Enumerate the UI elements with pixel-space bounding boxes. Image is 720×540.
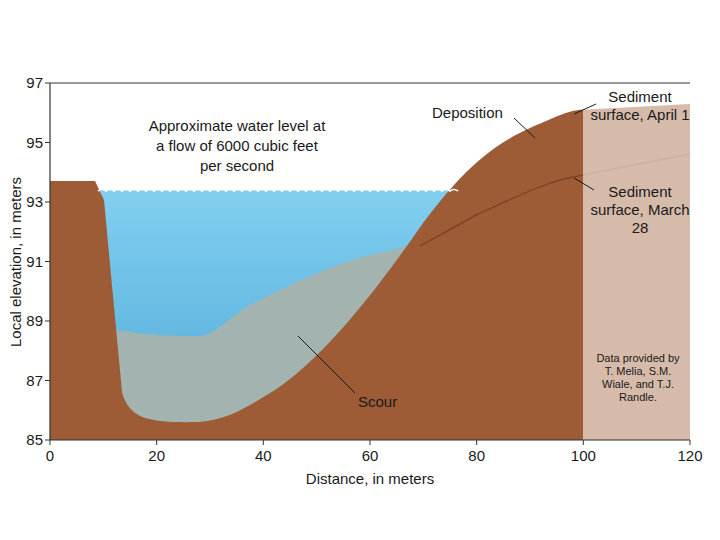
axis-ticks bbox=[45, 83, 690, 445]
surface-label: Sediment surface, April 1 bbox=[584, 88, 696, 124]
data-credit: Data provided by T. Melia, S.M. Wiale, a… bbox=[594, 352, 682, 404]
tick-label: 87 bbox=[26, 372, 43, 390]
tick-label: 89 bbox=[26, 312, 43, 330]
tick-label: 100 bbox=[571, 447, 596, 465]
plot-frame bbox=[50, 83, 690, 84]
tick-label: 80 bbox=[468, 447, 485, 465]
tick-label: 97 bbox=[26, 74, 43, 92]
surface-label: Sediment surface, March 28 bbox=[584, 183, 696, 237]
tick-label: 85 bbox=[26, 431, 43, 449]
axis-title: Distance, in meters bbox=[306, 470, 434, 488]
tick-label: 95 bbox=[26, 134, 43, 152]
tick-label: 60 bbox=[362, 447, 379, 465]
leader-line bbox=[574, 178, 594, 190]
tick-label: 93 bbox=[26, 193, 43, 211]
leader-line bbox=[298, 336, 355, 393]
water-surface bbox=[98, 190, 458, 192]
scour-label: Scour bbox=[358, 393, 397, 411]
tick-label: 0 bbox=[46, 447, 54, 465]
axis-title: Local elevation, in meters bbox=[7, 177, 25, 347]
data-band bbox=[583, 83, 690, 440]
deposition-label: Deposition bbox=[432, 104, 503, 122]
leader-line bbox=[514, 118, 535, 138]
tick-label: 91 bbox=[26, 253, 43, 271]
tick-label: 20 bbox=[148, 447, 165, 465]
tick-label: 120 bbox=[677, 447, 702, 465]
water-level-note: Approximate water level at a flow of 600… bbox=[148, 116, 326, 176]
tick-label: 40 bbox=[255, 447, 272, 465]
